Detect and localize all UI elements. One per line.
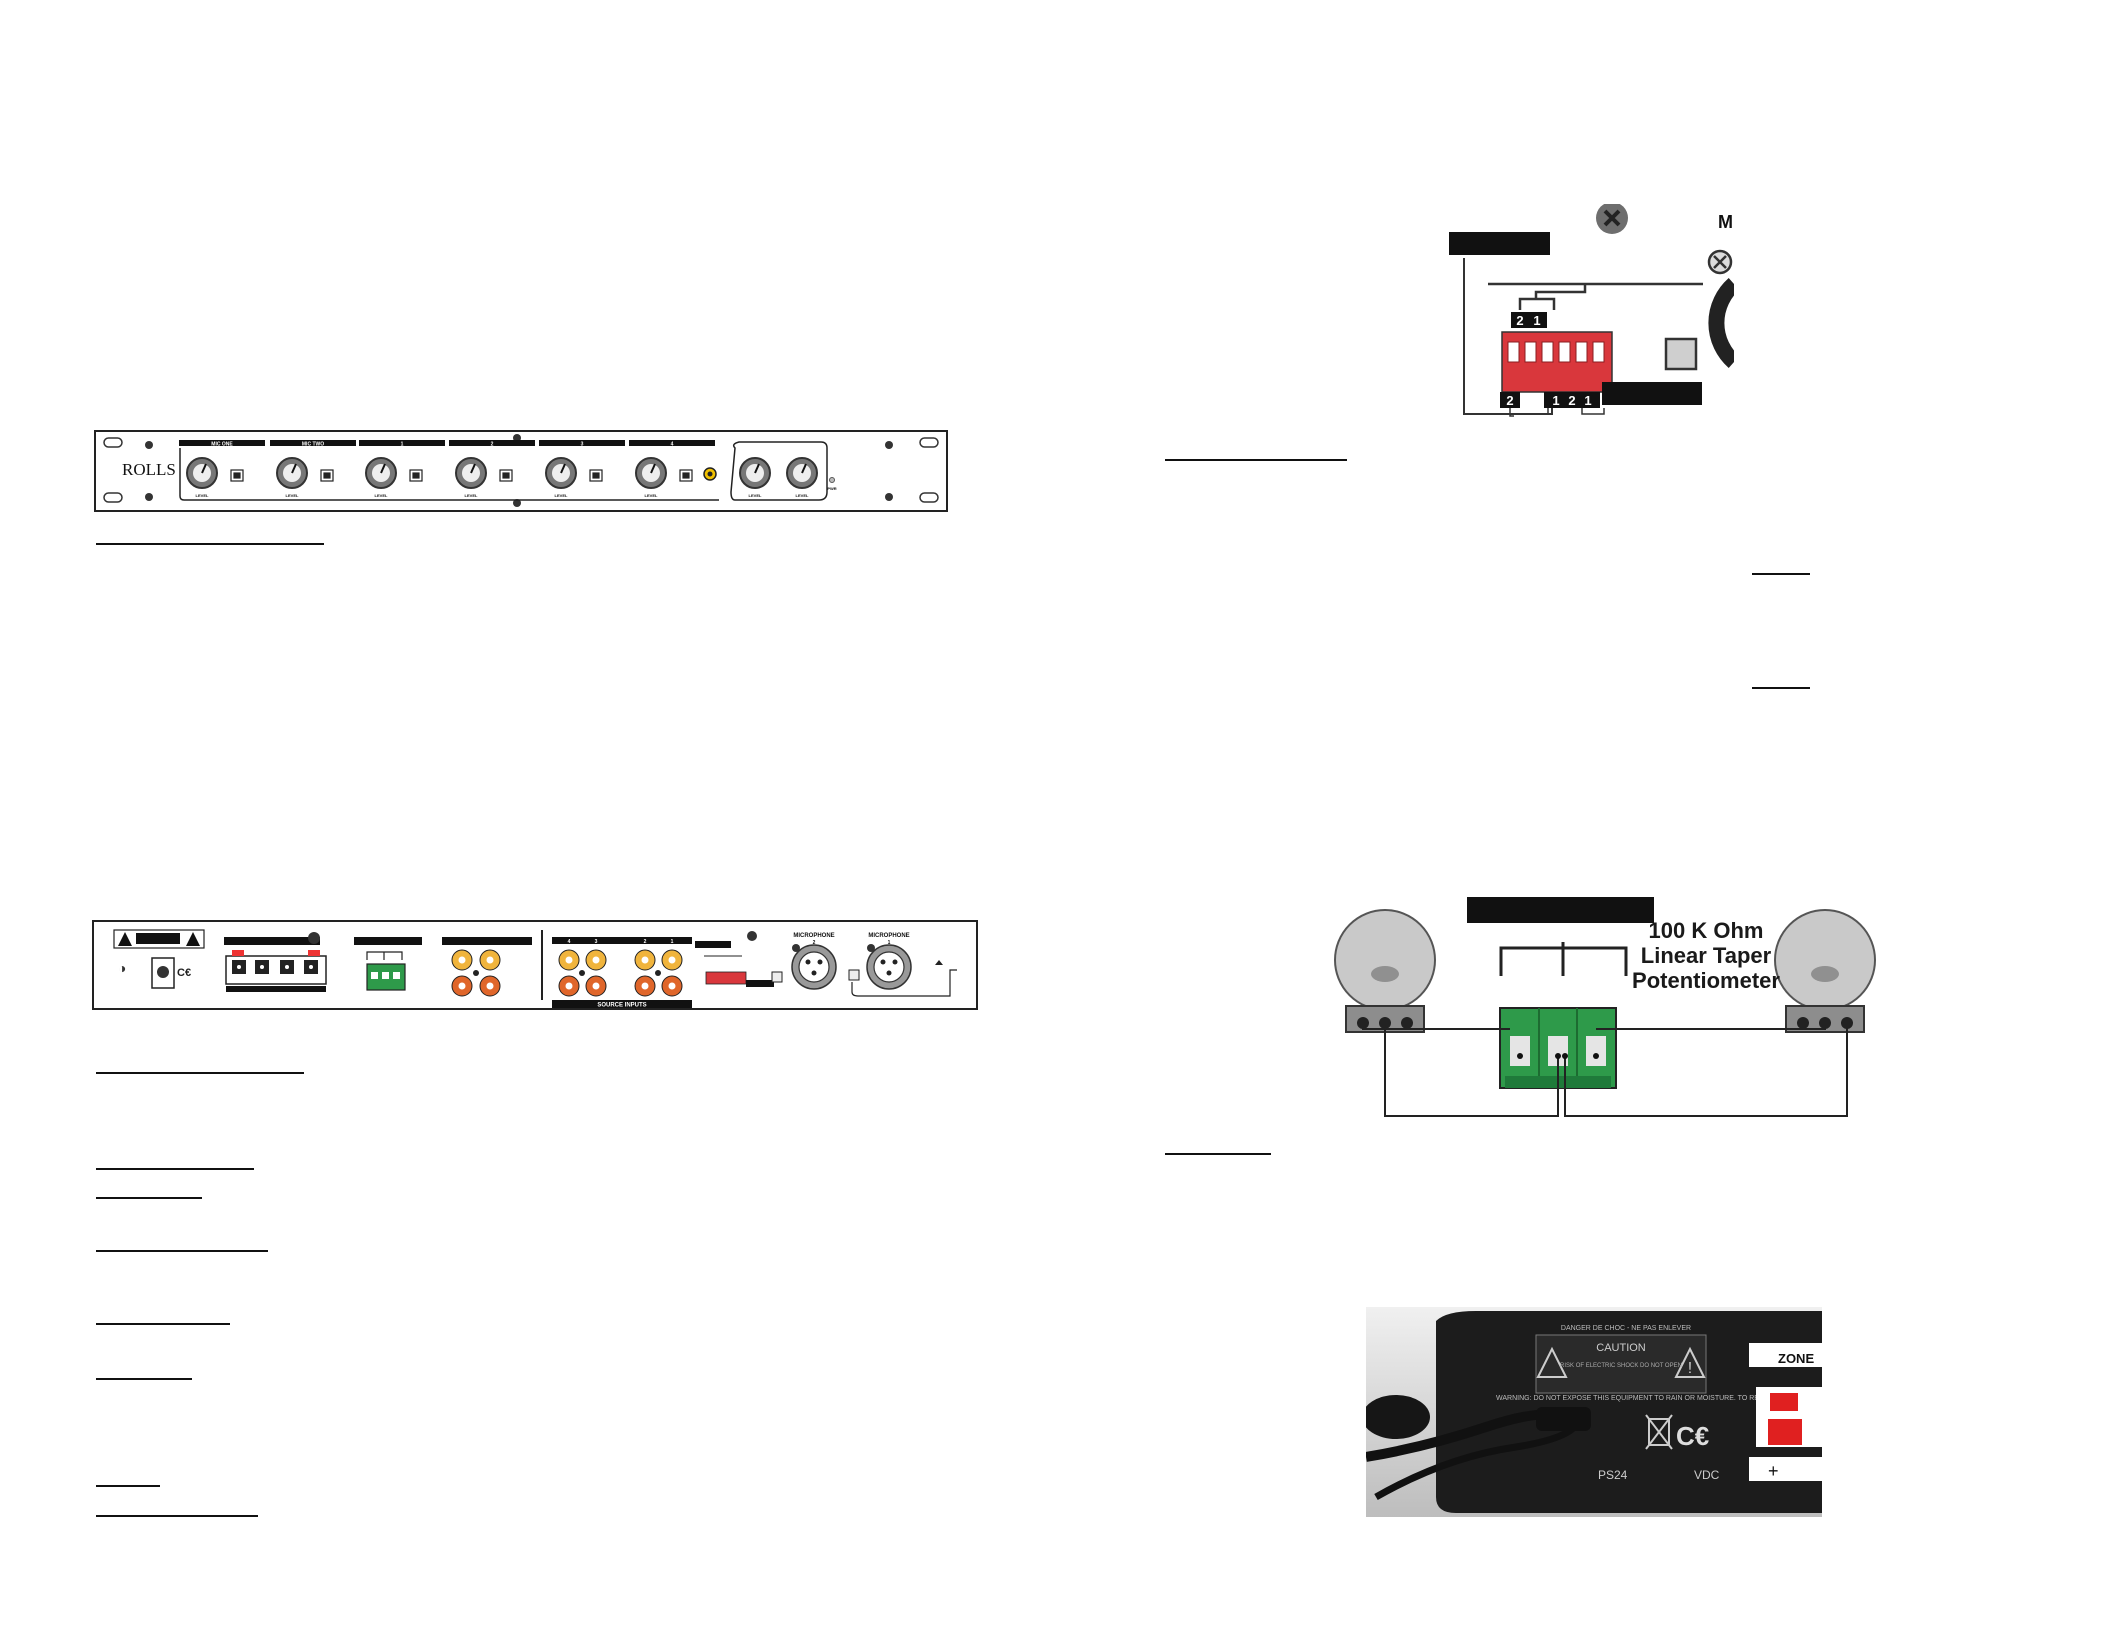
knob-label: LEVEL	[196, 493, 209, 498]
caption-line-2: Linear Taper	[1640, 943, 1772, 968]
channel-switches	[230, 469, 693, 482]
top-bracket-2: 2	[1516, 313, 1523, 328]
subheading-rule	[96, 1197, 202, 1199]
knob-label: LEVEL	[286, 493, 299, 498]
header-mic-two: MIC TWO	[302, 442, 324, 448]
power-label: PWR	[827, 486, 836, 491]
subheading-rule	[96, 1378, 192, 1380]
potentiometer-wiring-diagram	[1334, 897, 1876, 1117]
channel-headers: MIC ONE MIC TWO 1 2 3 4	[179, 440, 715, 448]
header-ch2: 2	[491, 442, 494, 448]
source-input-1: 1	[671, 939, 674, 945]
header-ch3: 3	[581, 442, 584, 448]
pot-left	[1334, 909, 1436, 1033]
subheading-rule	[96, 1485, 160, 1487]
knob-label: LEVEL	[749, 493, 762, 498]
mic-label-1: MICROPHONE	[868, 933, 909, 939]
photo-warning-sub: RISK OF ELECTRIC SHOCK DO NOT OPEN	[1560, 1363, 1682, 1369]
photo-model: PS24	[1598, 1468, 1628, 1482]
photo-plus: +	[1768, 1461, 1779, 1481]
section-heading-rule	[1165, 1153, 1271, 1155]
rolls-logo: ROLLS	[122, 460, 176, 479]
source-input-2: 2	[644, 939, 647, 945]
mic-label-2: MICROPHONE	[793, 933, 834, 939]
caption-line-1: 100 K Ohm	[1648, 918, 1764, 943]
subheading-rule	[1752, 687, 1810, 689]
pot-right	[1774, 909, 1876, 1033]
bottom-num-2b: 2	[1568, 393, 1575, 408]
photo-caution: CAUTION	[1596, 1342, 1646, 1354]
subheading-rule	[96, 1515, 258, 1517]
section-heading-rule	[96, 543, 324, 545]
subheading-rule	[96, 1168, 254, 1170]
subheading-rule	[96, 1323, 230, 1325]
svg-text:◑: ◑	[118, 960, 126, 976]
power-connection-photo: DANGER DE CHOC - NE PAS ENLEVER ! CAUTIO…	[1366, 1307, 1822, 1517]
header-ch4: 4	[671, 442, 674, 448]
bottom-num-1b: 1	[1584, 393, 1591, 408]
mic-number-1: 1	[888, 940, 891, 946]
dip-switch-detail: M 2 1 2 1 2 1	[1449, 204, 1734, 417]
subheading-rule	[96, 1250, 268, 1252]
source-input-4: 4	[568, 939, 571, 945]
bottom-num-1a: 1	[1552, 393, 1559, 408]
potentiometer-caption: 100 K Ohm Linear Taper Potentiometer	[1618, 918, 1794, 993]
header-mic-one: MIC ONE	[211, 442, 233, 448]
section-heading-rule	[96, 1072, 304, 1074]
photo-zone-label: ZONE	[1778, 1351, 1814, 1366]
top-bracket-1: 1	[1533, 313, 1540, 328]
knob-label: LEVEL	[375, 493, 388, 498]
knob-label: LEVEL	[465, 493, 478, 498]
header-ch1: 1	[401, 442, 404, 448]
green-terminal-block	[1499, 1007, 1617, 1089]
subheading-rule	[1752, 573, 1810, 575]
front-panel-illustration: ROLLS MIC ONE MIC TWO 1 2 3 4 LEVEL LEVE…	[94, 430, 948, 512]
svg-text:!: !	[1688, 1360, 1692, 1377]
caption-line-3: Potentiometer	[1632, 968, 1780, 993]
source-inputs-label: SOURCE INPUTS	[597, 1003, 646, 1009]
mic-number-2: 2	[813, 940, 816, 946]
photo-vdc: VDC	[1694, 1468, 1720, 1482]
photo-warning-line: WARNING: DO NOT EXPOSE THIS EQUIPMENT TO…	[1496, 1395, 1779, 1402]
rear-panel-illustration: ◑ C€ 4 3 2 1 SOURCE INPUTS MICROPHONE 2	[92, 920, 978, 1010]
photo-top-text: DANGER DE CHOC - NE PAS ENLEVER	[1561, 1325, 1691, 1332]
knob-label: LEVEL	[645, 493, 658, 498]
svg-text:C€: C€	[177, 967, 191, 979]
corner-letter: M	[1718, 212, 1733, 232]
knob-label: LEVEL	[796, 493, 809, 498]
svg-text:C€: C€	[1676, 1421, 1709, 1451]
bottom-num-2a: 2	[1506, 393, 1513, 408]
knob-label: LEVEL	[555, 493, 568, 498]
section-heading-rule	[1165, 459, 1347, 461]
source-input-3: 3	[595, 939, 598, 945]
level-knobs	[186, 457, 818, 489]
